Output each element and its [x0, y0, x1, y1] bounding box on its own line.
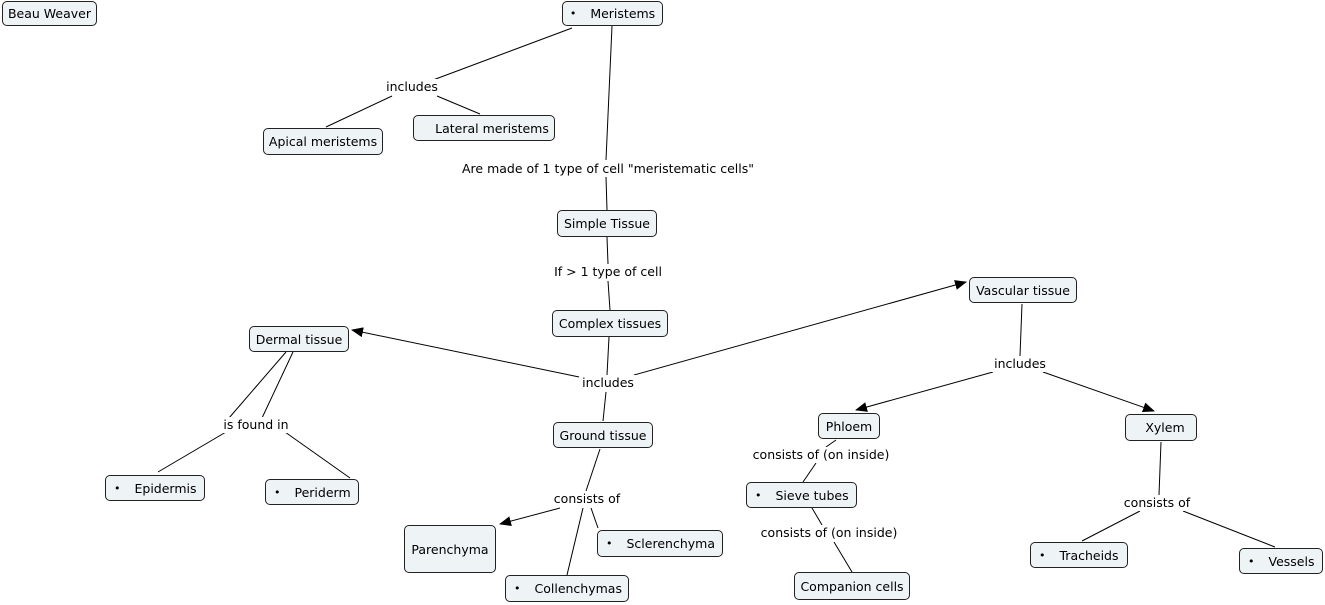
node-phloem[interactable]: Phloem	[818, 413, 880, 439]
link-includes-vascular	[633, 280, 967, 376]
link-consists-parenchyma	[499, 507, 561, 526]
link-consists-collenchymas	[566, 507, 584, 576]
bullet-icon: •	[755, 488, 762, 502]
link-meristems-made-of	[605, 25, 613, 161]
node-sclerenchyma[interactable]: • Sclerenchyma	[597, 530, 723, 557]
link-phloem-consists	[825, 439, 837, 448]
node-label: Sieve tubes	[775, 487, 849, 503]
node-dermal-tissue[interactable]: Dermal tissue	[249, 326, 349, 352]
node-label: Ground tissue	[559, 427, 647, 443]
link-consists-vessels	[1182, 510, 1276, 548]
node-label: Epidermis	[134, 480, 197, 496]
link-dermal-found-2	[261, 351, 294, 419]
link-label-meristems-includes: includes	[383, 79, 441, 95]
link-if-complex	[607, 280, 611, 311]
link-includes-apical	[325, 95, 393, 128]
node-label: Lateral meristems	[435, 120, 549, 136]
node-label: Meristems	[590, 6, 656, 21]
node-label: Collenchymas	[534, 581, 622, 596]
node-parenchyma[interactable]: Parenchyma	[404, 525, 496, 573]
node-label: Vessels	[1268, 553, 1315, 569]
link-includes-dermal	[351, 327, 585, 379]
bullet-icon: •	[514, 582, 521, 595]
link-simple-if	[606, 236, 609, 265]
node-label: Phloem	[825, 418, 873, 434]
bullet-icon: •	[1039, 548, 1046, 562]
node-label: Sclerenchyma	[626, 536, 715, 551]
link-found-epidermis	[157, 431, 227, 473]
link-label-vascular-includes: includes	[991, 356, 1049, 372]
bullet-icon: •	[569, 7, 577, 20]
node-vascular-tissue[interactable]: Vascular tissue	[969, 277, 1077, 303]
bullet-icon: •	[114, 481, 121, 495]
link-consists-tracheids	[1081, 510, 1141, 542]
link-dermal-found	[228, 351, 287, 419]
link-found-periderm	[284, 431, 351, 479]
link-label-is-found-in: is found in	[220, 417, 292, 433]
node-label: Simple Tissue	[563, 216, 651, 231]
link-label-made-of: Are made of 1 type of cell "meristematic…	[458, 161, 758, 177]
link-ground-consists	[585, 448, 601, 492]
link-label-if-more: If > 1 type of cell	[551, 264, 665, 280]
node-sieve-tubes[interactable]: • Sieve tubes	[746, 482, 857, 508]
link-made-of-simple	[605, 176, 608, 211]
link-label-phloem-consists: consists of (on inside)	[749, 447, 893, 463]
node-collenchymas[interactable]: • Collenchymas	[505, 575, 629, 602]
link-consists-sieve	[802, 462, 817, 483]
link-consists-companion	[833, 541, 853, 573]
node-label: Xylem	[1145, 420, 1185, 435]
node-ground-tissue[interactable]: Ground tissue	[553, 422, 653, 448]
link-label-sieve-consists: consists of (on inside)	[757, 525, 901, 541]
node-meristems[interactable]: • Meristems	[562, 1, 663, 26]
node-epidermis[interactable]: • Epidermis	[105, 475, 205, 501]
link-meristems-includes	[432, 27, 573, 81]
node-label: Apical meristems	[268, 134, 378, 149]
link-includes-lateral	[436, 95, 481, 115]
node-label: Dermal tissue	[255, 331, 343, 347]
node-label: Companion cells	[800, 578, 904, 594]
link-complex-includes	[606, 336, 610, 376]
link-vascular-includes	[1019, 303, 1023, 357]
node-beau-weaver[interactable]: Beau Weaver	[2, 1, 97, 26]
link-xylem-consists	[1158, 441, 1162, 496]
node-label: Beau Weaver	[7, 6, 92, 21]
link-sieve-consists	[811, 507, 823, 526]
node-label: Tracheids	[1059, 547, 1119, 563]
link-label-complex-includes: includes	[579, 375, 637, 391]
node-label: Complex tissues	[558, 316, 662, 331]
node-lateral-meristems[interactable]: Lateral meristems	[413, 115, 555, 141]
node-periderm[interactable]: • Periderm	[265, 479, 359, 505]
node-xylem[interactable]: Xylem	[1125, 414, 1197, 441]
node-label: Vascular tissue	[976, 282, 1070, 298]
link-includes-phloem	[855, 371, 994, 412]
link-consists-sclerenchyma	[590, 507, 599, 529]
node-label: Periderm	[294, 484, 351, 500]
node-simple-tissue[interactable]: Simple Tissue	[557, 210, 657, 237]
node-tracheids[interactable]: • Tracheids	[1030, 542, 1128, 568]
bullet-icon: •	[606, 537, 613, 550]
node-apical-meristems[interactable]: Apical meristems	[263, 128, 383, 155]
node-complex-tissues[interactable]: Complex tissues	[552, 310, 668, 337]
link-includes-xylem	[1042, 371, 1155, 413]
bullet-icon: •	[1248, 554, 1255, 568]
link-label-ground-consists: consists of	[550, 491, 624, 507]
link-includes-ground	[602, 391, 607, 422]
bullet-icon: •	[274, 485, 281, 499]
node-vessels[interactable]: • Vessels	[1239, 548, 1323, 574]
node-label: Parenchyma	[411, 541, 489, 557]
link-label-xylem-consists: consists of	[1120, 495, 1194, 511]
node-companion-cells[interactable]: Companion cells	[794, 572, 910, 600]
